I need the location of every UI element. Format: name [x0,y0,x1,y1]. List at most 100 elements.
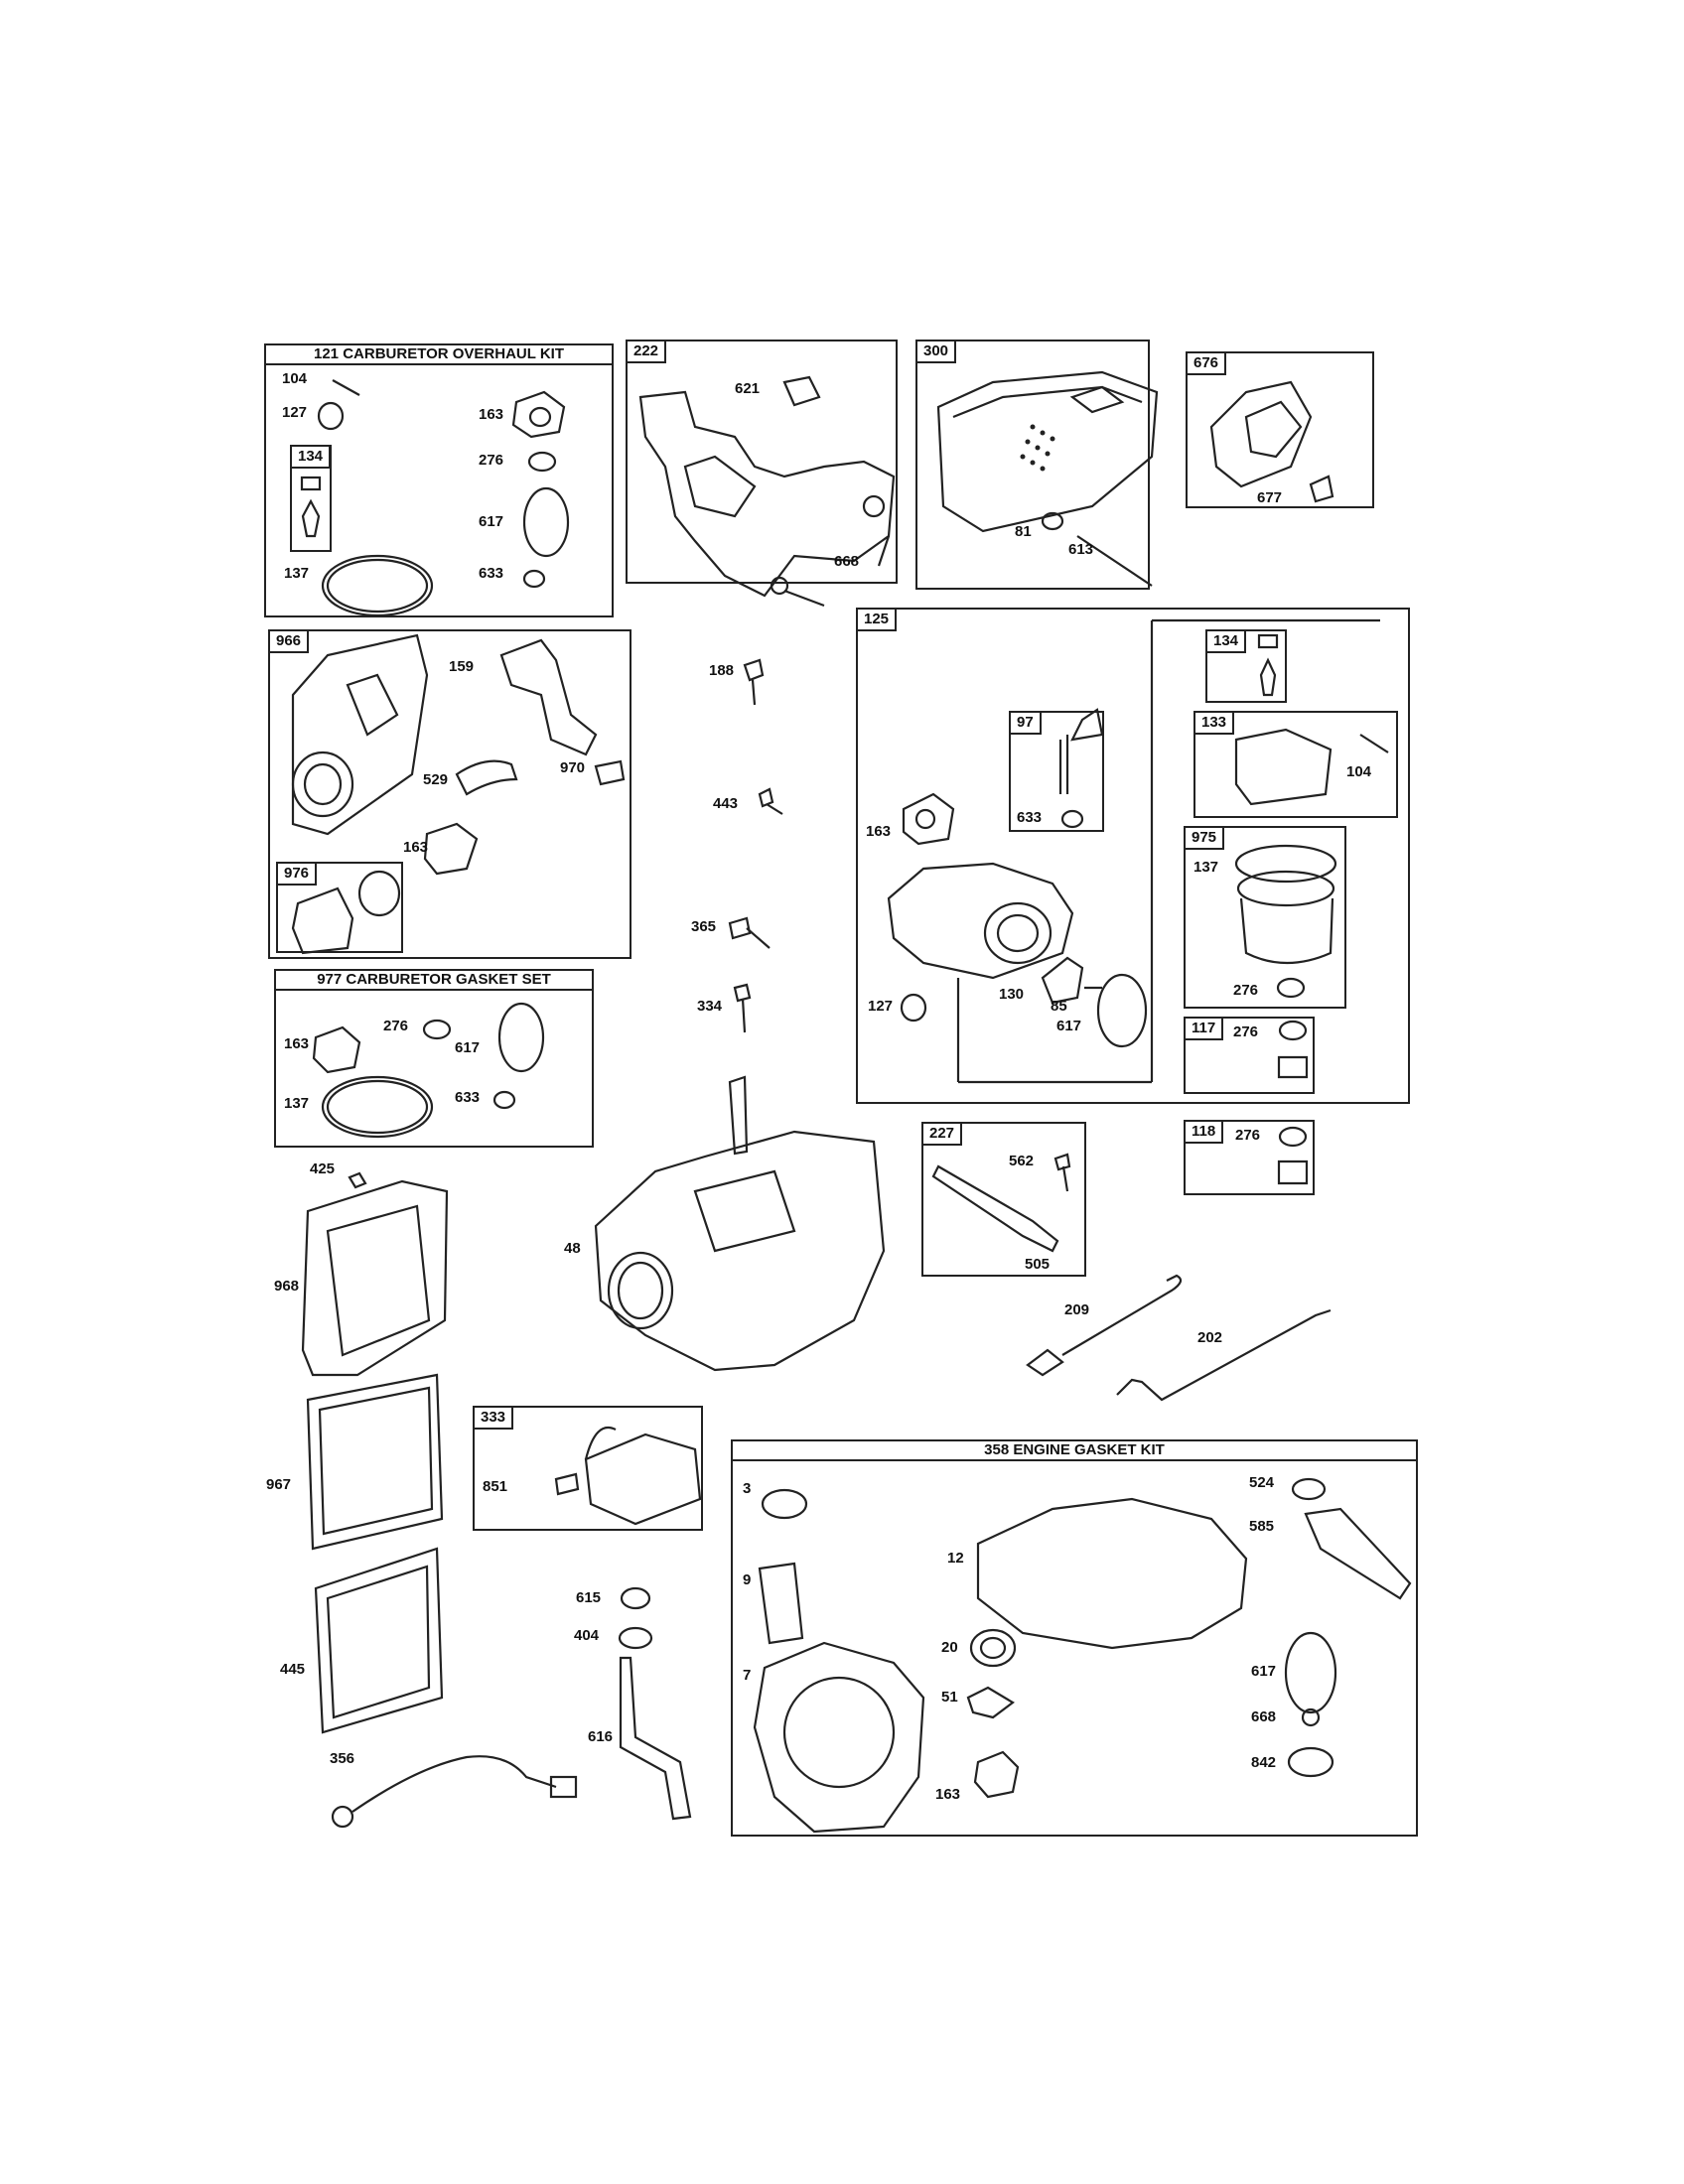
label-425: 425 [310,1160,336,1177]
label-276-a: 276 [479,452,504,469]
kit977-parts [312,1002,545,1139]
kit-358-title: 358 ENGINE GASKET KIT [733,1441,1416,1461]
box-975: 975 [1184,826,1346,1009]
label-163-c: 163 [866,823,892,840]
label-81: 81 [1015,523,1032,540]
label-276-b: 276 [1233,982,1259,999]
box-966: 966 [268,629,632,959]
coil-333 [554,1427,702,1526]
box-125: 125 [856,608,1410,1104]
kit-977-box: 977 CARBURETOR GASKET SET [274,969,594,1148]
label-445: 445 [280,1661,306,1678]
spring-209 [1026,1274,1183,1377]
carburetor-125 [887,618,1380,1084]
base-966 [291,633,626,876]
box-134-b: 134 [1205,629,1287,703]
label-617-a: 617 [479,513,504,530]
label-633-a: 633 [479,565,504,582]
box-333: 333 [473,1406,703,1531]
label-633-b: 633 [1017,809,1043,826]
label-617-c: 617 [455,1039,481,1056]
box-222: 222 [626,340,898,584]
label-51: 51 [941,1689,958,1706]
label-615: 615 [576,1589,602,1606]
box-133-tag: 133 [1195,713,1235,735]
label-365: 365 [691,918,717,935]
center-screws [728,658,783,1033]
label-104-b: 104 [1346,763,1372,780]
kit-121-title: 121 CARBURETOR OVERHAUL KIT [266,345,612,365]
box-676-tag: 676 [1188,353,1227,375]
label-524: 524 [1249,1474,1275,1491]
washer-276-a [527,451,557,473]
label-188: 188 [709,662,735,679]
box-134-a: 134 [290,445,332,552]
box-117: 117 [1184,1017,1315,1094]
box-975-tag: 975 [1186,828,1225,850]
label-404: 404 [574,1627,600,1644]
bracket-222 [638,375,896,608]
label-334: 334 [697,998,723,1015]
oring-617-a [522,486,570,558]
seat-134 [300,476,322,491]
label-159: 159 [449,658,475,675]
label-443: 443 [713,795,739,812]
filter-967 [306,1373,444,1551]
label-621: 621 [735,380,761,397]
label-851: 851 [483,1478,508,1495]
filter-976 [291,870,401,955]
bowl-gasket-137-inner [326,558,429,614]
label-20: 20 [941,1639,958,1656]
box-97-tag: 97 [1011,713,1042,735]
label-127-b: 127 [868,998,894,1015]
label-529: 529 [423,771,449,788]
box-97: 97 [1009,711,1104,832]
label-967: 967 [266,1476,292,1493]
label-505: 505 [1025,1256,1051,1273]
kit358-parts [753,1477,1412,1834]
label-633-c: 633 [455,1089,481,1106]
box-676: 676 [1186,351,1374,508]
label-48: 48 [564,1240,581,1257]
box-117-tag: 117 [1186,1019,1224,1040]
label-209: 209 [1064,1301,1090,1318]
label-617-b: 617 [1056,1018,1082,1034]
box-976: 976 [276,862,403,953]
label-163-d: 163 [284,1035,310,1052]
label-163-b: 163 [403,839,429,856]
label-163-e: 163 [935,1786,961,1803]
label-276-e: 276 [383,1018,409,1034]
air-cleaner-968 [301,1171,449,1377]
label-7: 7 [743,1667,752,1684]
kit-358-box: 358 ENGINE GASKET KIT [731,1439,1418,1837]
label-276-d: 276 [1235,1127,1261,1144]
label-970: 970 [560,759,586,776]
cylinder-48 [594,1075,886,1372]
label-616: 616 [588,1728,614,1745]
ring-127 [317,401,345,431]
box-118: 118 [1184,1120,1315,1195]
washer-633-a [522,569,546,589]
cover-676 [1209,380,1334,503]
pin-104 [332,379,360,396]
float-133 [1234,728,1389,806]
box-300: 300 [915,340,1150,590]
kit-977-title: 977 CARBURETOR GASKET SET [276,971,592,991]
needle-134-b [1257,633,1279,697]
label-137-c: 137 [284,1095,310,1112]
bolt-117 [1277,1020,1309,1079]
dipstick-group [618,1586,692,1821]
box-227-tag: 227 [923,1124,963,1146]
label-130: 130 [999,986,1025,1003]
label-163-a: 163 [479,406,504,423]
label-104-a: 104 [282,370,308,387]
gasket-163-a [511,390,566,439]
label-137-a: 137 [284,565,310,582]
box-227: 227 [921,1122,1086,1277]
label-85: 85 [1051,998,1067,1015]
label-202: 202 [1197,1329,1223,1346]
label-585: 585 [1249,1518,1275,1535]
label-677: 677 [1257,489,1283,506]
label-562: 562 [1009,1153,1035,1169]
